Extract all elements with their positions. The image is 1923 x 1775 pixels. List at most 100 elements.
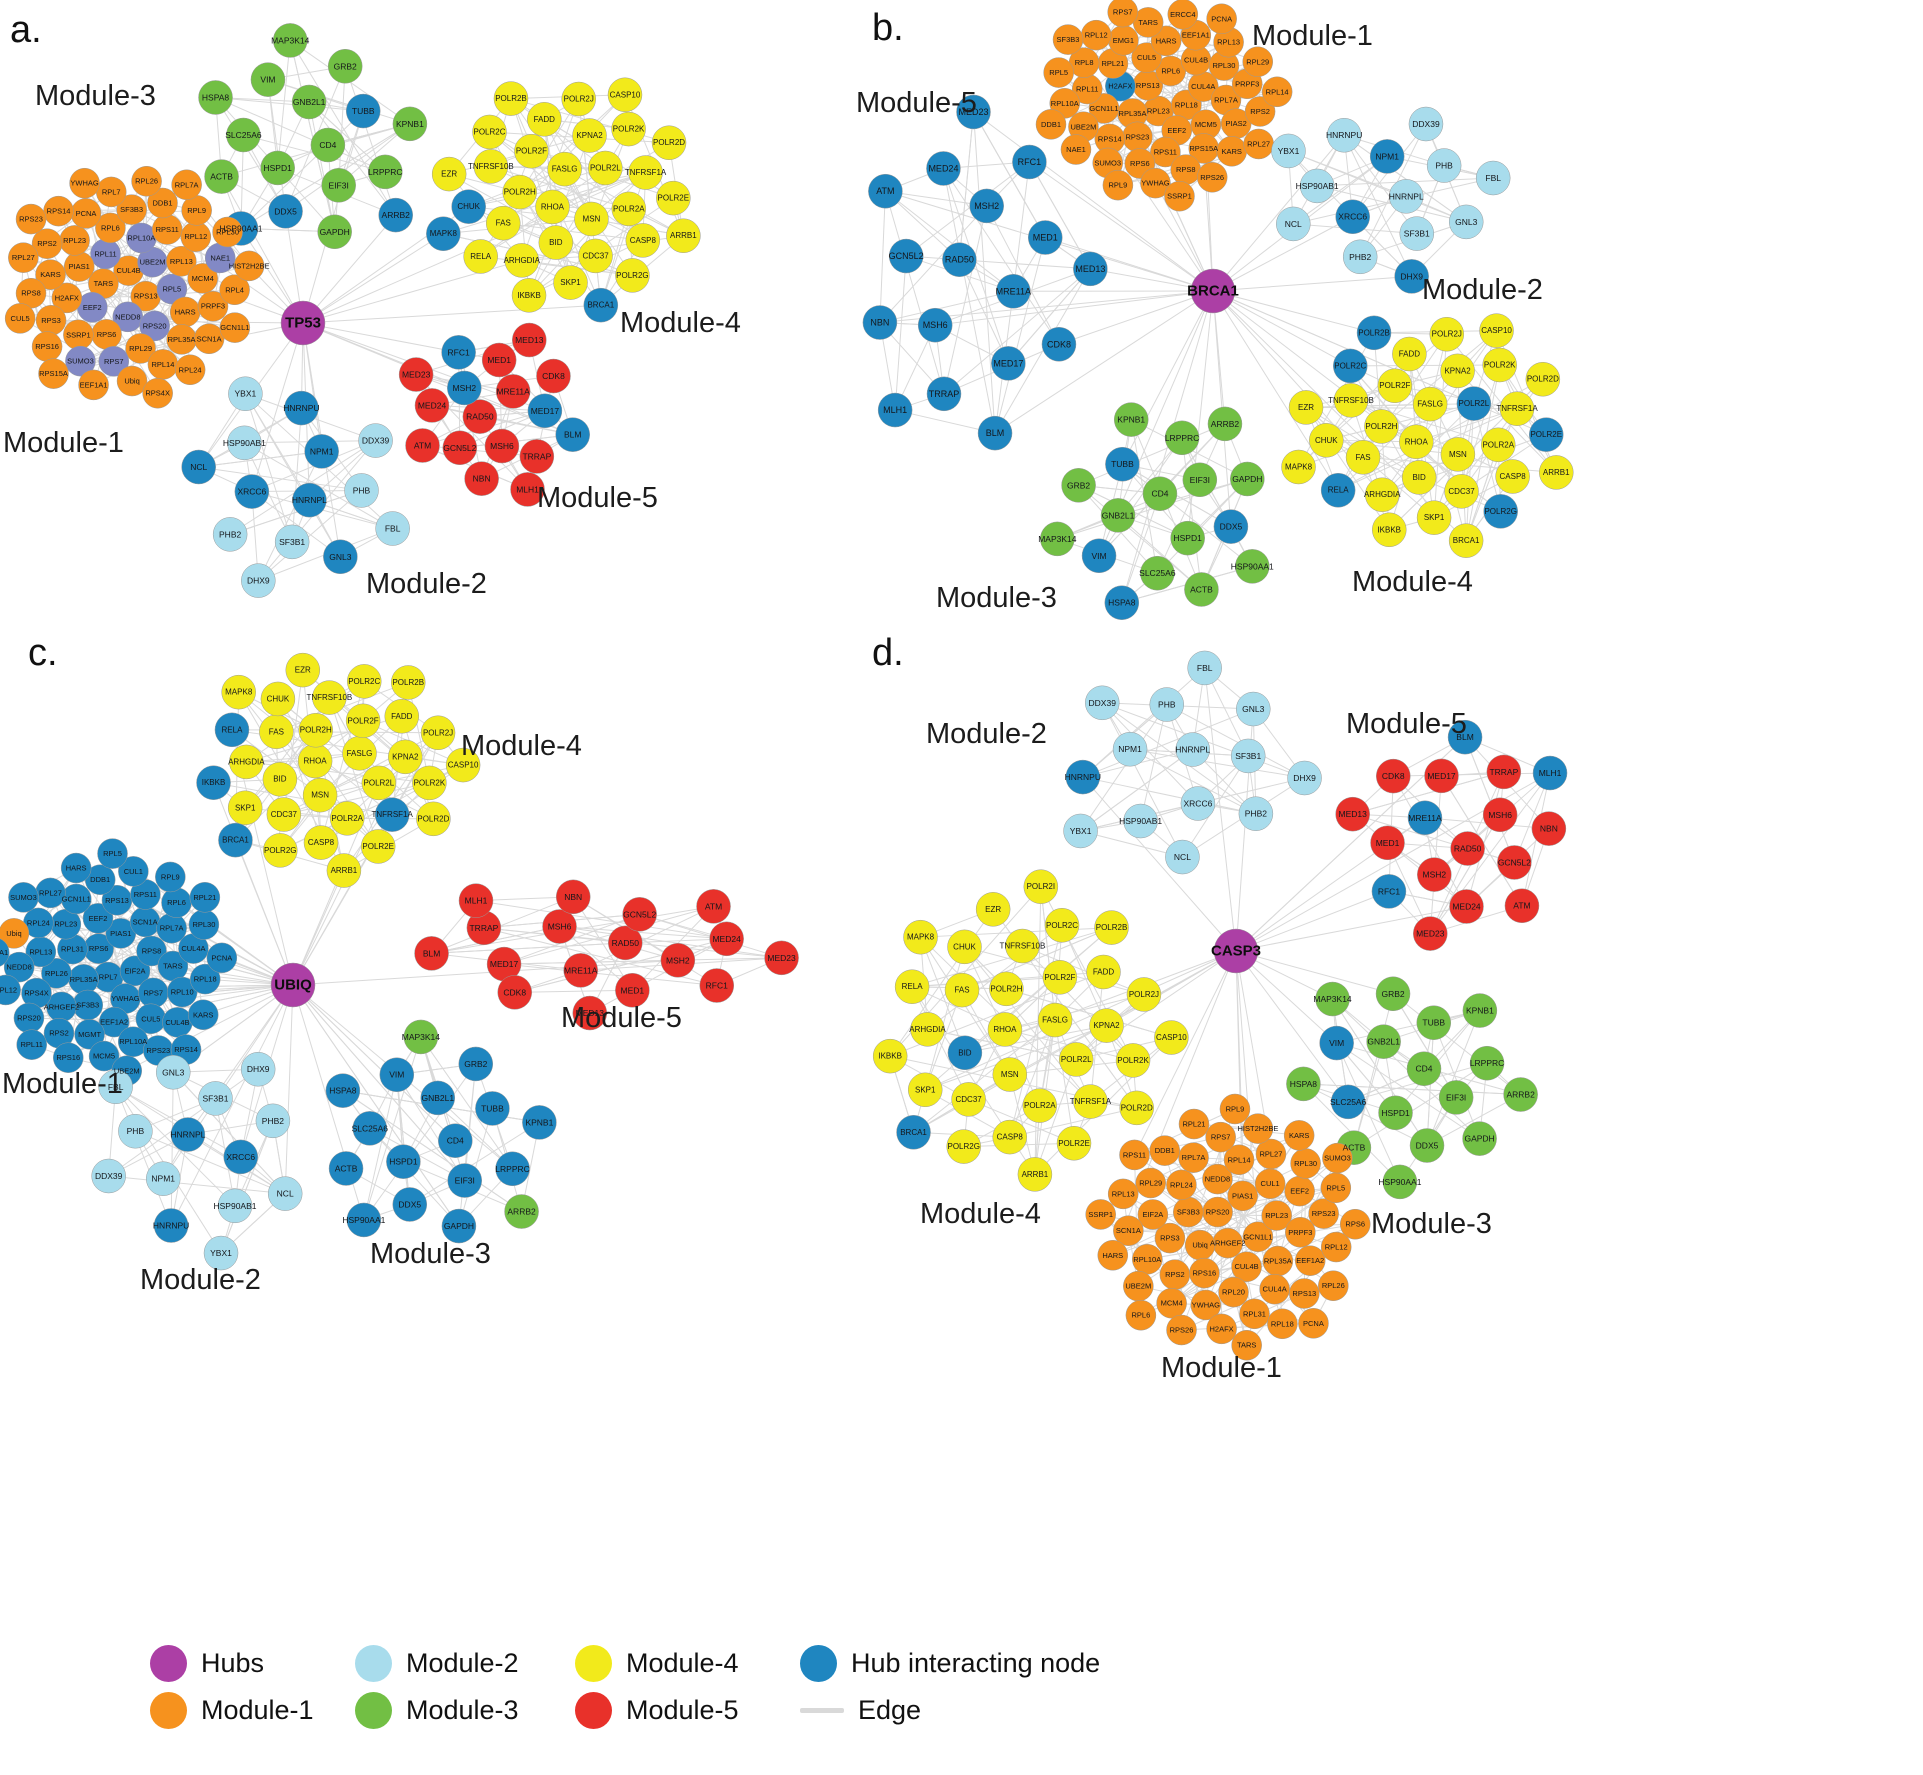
node-HNRNPU (1326, 117, 1362, 153)
edge (913, 1019, 1056, 1133)
node-LRPPRC (1164, 420, 1200, 456)
node-POLR2K (1115, 1043, 1151, 1078)
node-IKBKB (196, 765, 231, 800)
edge (1061, 925, 1107, 1026)
node-NCL (1276, 206, 1311, 242)
node-MAPK8 (426, 216, 461, 251)
node-MAPK8 (903, 919, 938, 955)
node-MED13 (1073, 251, 1108, 287)
node-RPL26 (41, 958, 72, 989)
node-RPL10A (126, 222, 157, 254)
node-RPS6 (91, 319, 122, 350)
edge (510, 98, 606, 169)
node-MAP3K14 (1040, 521, 1075, 557)
edge (267, 79, 287, 212)
node-POLR2B (1094, 910, 1129, 945)
node-EIF3I (447, 1163, 482, 1198)
node-GAPDH (1462, 1121, 1497, 1156)
node-FADD (527, 102, 562, 137)
edge (1332, 998, 1428, 1146)
node-MSH2 (1417, 857, 1452, 892)
legend-item-module-2: Module-2 (355, 1645, 565, 1682)
node-PCNA (1206, 3, 1237, 35)
edge (396, 1074, 411, 1205)
node-PHB (1426, 148, 1462, 183)
edge (1336, 1010, 1480, 1044)
node-MAPK8 (1281, 449, 1316, 485)
node-RPL5 (156, 273, 188, 305)
node-RPS16 (1189, 1257, 1220, 1289)
node-RPS8 (1170, 154, 1201, 185)
node-RPL35A (68, 964, 99, 995)
node-RPL6 (95, 212, 126, 244)
node-PIAS1 (63, 251, 95, 282)
edge (277, 40, 291, 168)
edge (344, 66, 397, 216)
node-ARRB2 (504, 1194, 539, 1229)
edge (973, 111, 1046, 238)
node-RAD50 (462, 399, 498, 434)
node-BRCA1 (583, 287, 619, 323)
node-KPNA2 (1089, 1008, 1124, 1043)
node-RPL24 (1166, 1169, 1197, 1201)
node-POLR2L (1456, 386, 1492, 421)
node-POLR2C (1333, 348, 1368, 384)
node-MAP3K14 (1315, 981, 1350, 1017)
node-YBX1 (1063, 813, 1098, 849)
node-NBN (464, 461, 499, 496)
node-RPL18 (1267, 1308, 1298, 1340)
node-TNFRSF10B (312, 680, 347, 715)
node-GCN5L2 (1497, 845, 1532, 880)
node-FADD (1392, 336, 1427, 372)
node-EIF2A (1137, 1199, 1169, 1230)
node-KPNB1 (1113, 402, 1149, 437)
node-ARRB1 (1017, 1157, 1053, 1192)
edge (1336, 1042, 1480, 1140)
node-CASP8 (1495, 459, 1530, 494)
node-DDX39 (1408, 106, 1444, 142)
edge (1006, 988, 1172, 1039)
node-POLR2K (611, 111, 646, 147)
node-RPL5 (1043, 57, 1074, 88)
node-ARHGEF2 (1212, 1227, 1243, 1259)
node-ACTB (204, 159, 239, 194)
node-LRPPRC (495, 1151, 530, 1187)
node-EEF1A2 (1294, 1245, 1326, 1276)
legend-item-module-3: Module-3 (355, 1692, 565, 1729)
node-MED17 (527, 393, 563, 429)
edge (1465, 364, 1501, 541)
node-SF3B1 (1230, 738, 1266, 774)
edge (942, 168, 996, 434)
node-RAD50 (608, 925, 643, 961)
node-MED1 (1027, 220, 1063, 255)
node-RPL5 (97, 838, 128, 869)
node-PCNA (1298, 1308, 1329, 1339)
node-EZR (431, 156, 467, 192)
edge (973, 111, 996, 434)
edge (1464, 737, 1515, 863)
node-GRB2 (327, 49, 363, 84)
node-CUL1 (1254, 1168, 1286, 1199)
edge (1034, 886, 1042, 1175)
hub-edge (1235, 950, 1349, 1103)
node-VIM (250, 62, 286, 97)
node-EZR (1288, 390, 1324, 425)
edge (1306, 403, 1431, 408)
node-POLR2E (656, 180, 691, 216)
edge (1101, 702, 1183, 858)
node-HSPA8 (1104, 585, 1140, 620)
edge (363, 1063, 477, 1221)
node-BLM (555, 417, 590, 452)
node-RFC1 (441, 335, 476, 370)
node-GAPDH (441, 1208, 477, 1244)
node-PHB2 (1342, 239, 1378, 275)
node-TNFRSF10B (473, 149, 509, 184)
node-RELA (463, 239, 498, 274)
node-FAS (944, 972, 980, 1008)
node-PHB2 (1238, 796, 1274, 831)
node-FAS (1345, 440, 1381, 475)
module-label: Module-1 (2, 1068, 123, 1100)
legend-label: Module-3 (406, 1695, 519, 1725)
hub-edge (1134, 950, 1237, 1156)
node-POLR2F (1042, 960, 1078, 995)
